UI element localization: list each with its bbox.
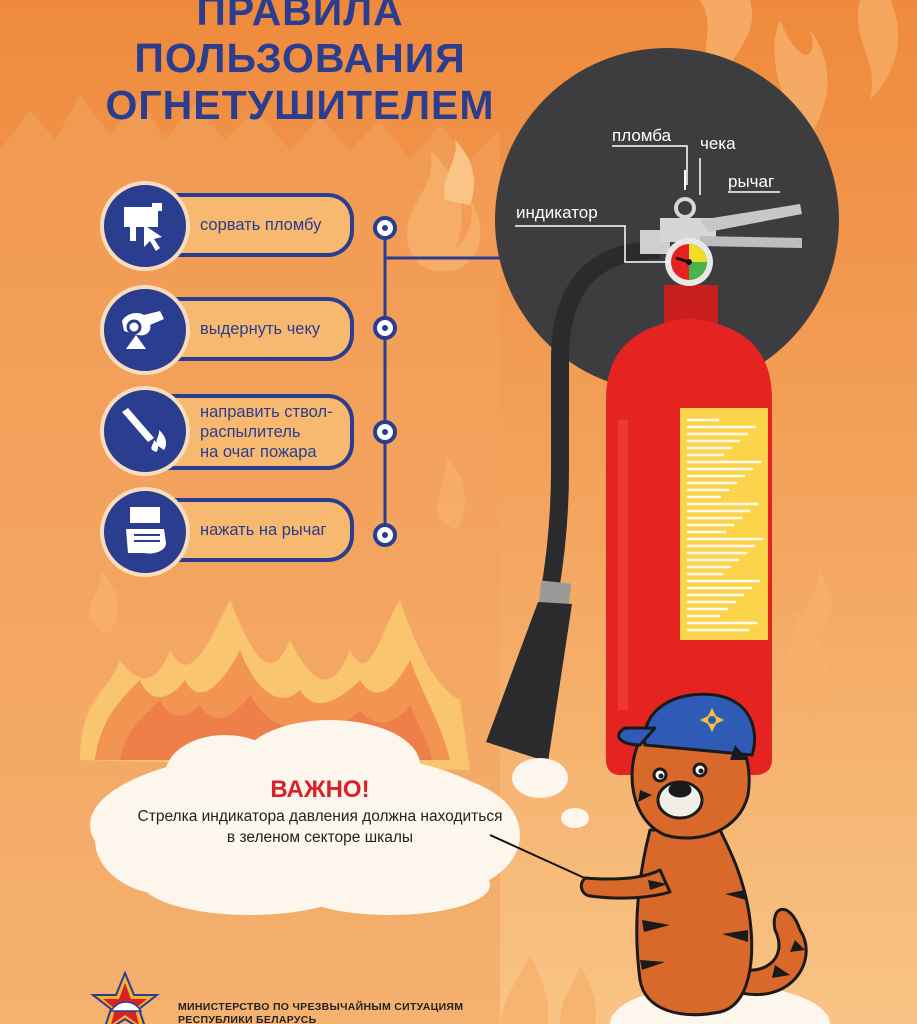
label-indicator: индикатор bbox=[516, 203, 598, 222]
seal-tear-icon bbox=[100, 181, 190, 271]
warning-line: в зеленом секторе шкалы bbox=[226, 829, 414, 846]
nozzle bbox=[486, 602, 572, 762]
important-heading: ВАЖНО! bbox=[270, 776, 370, 803]
ministry-line: РЕСПУБЛИКИ БЕЛАРУСЬ bbox=[178, 1014, 317, 1024]
step-dot bbox=[373, 316, 397, 340]
pin-pull-icon bbox=[100, 285, 190, 375]
lever bbox=[700, 204, 802, 232]
step-label: направить ствол- распылитель на очаг пож… bbox=[200, 403, 333, 461]
title-line: ПРАВИЛА bbox=[196, 0, 404, 34]
step-label: выдернуть чеку bbox=[200, 320, 321, 338]
hose-clamp bbox=[538, 580, 572, 606]
page-title: ПРАВИЛА ПОЛЬЗОВАНИЯ ОГНЕТУШИТЕЛЕМ bbox=[60, 0, 540, 129]
label-pin: чека bbox=[700, 134, 736, 153]
nozzle-aim-icon bbox=[100, 386, 190, 476]
step-dot bbox=[373, 420, 397, 444]
pin-ring bbox=[674, 197, 696, 219]
title-line: ОГНЕТУШИТЕЛЕМ bbox=[105, 82, 495, 128]
step-label: сорвать пломбу bbox=[200, 216, 322, 234]
warning-text: Стрелка индикатора давления должна наход… bbox=[110, 806, 530, 848]
lever-press-icon bbox=[100, 487, 190, 577]
label-seal: пломба bbox=[612, 126, 672, 145]
step-dot bbox=[373, 523, 397, 547]
title-line: ПОЛЬЗОВАНИЯ bbox=[134, 35, 466, 81]
ministry-line: МИНИСТЕРСТВО ПО ЧРЕЗВЫЧАЙНЫМ СИТУАЦИЯМ bbox=[178, 1001, 464, 1013]
step-label: нажать на рычаг bbox=[200, 521, 327, 539]
step-dot bbox=[373, 216, 397, 240]
warning-line: Стрелка индикатора давления должна наход… bbox=[137, 808, 503, 825]
ministry-name: МИНИСТЕРСТВО ПО ЧРЕЗВЫЧАЙНЫМ СИТУАЦИЯМ Р… bbox=[178, 1001, 463, 1024]
label-lever: рычаг bbox=[728, 172, 775, 191]
